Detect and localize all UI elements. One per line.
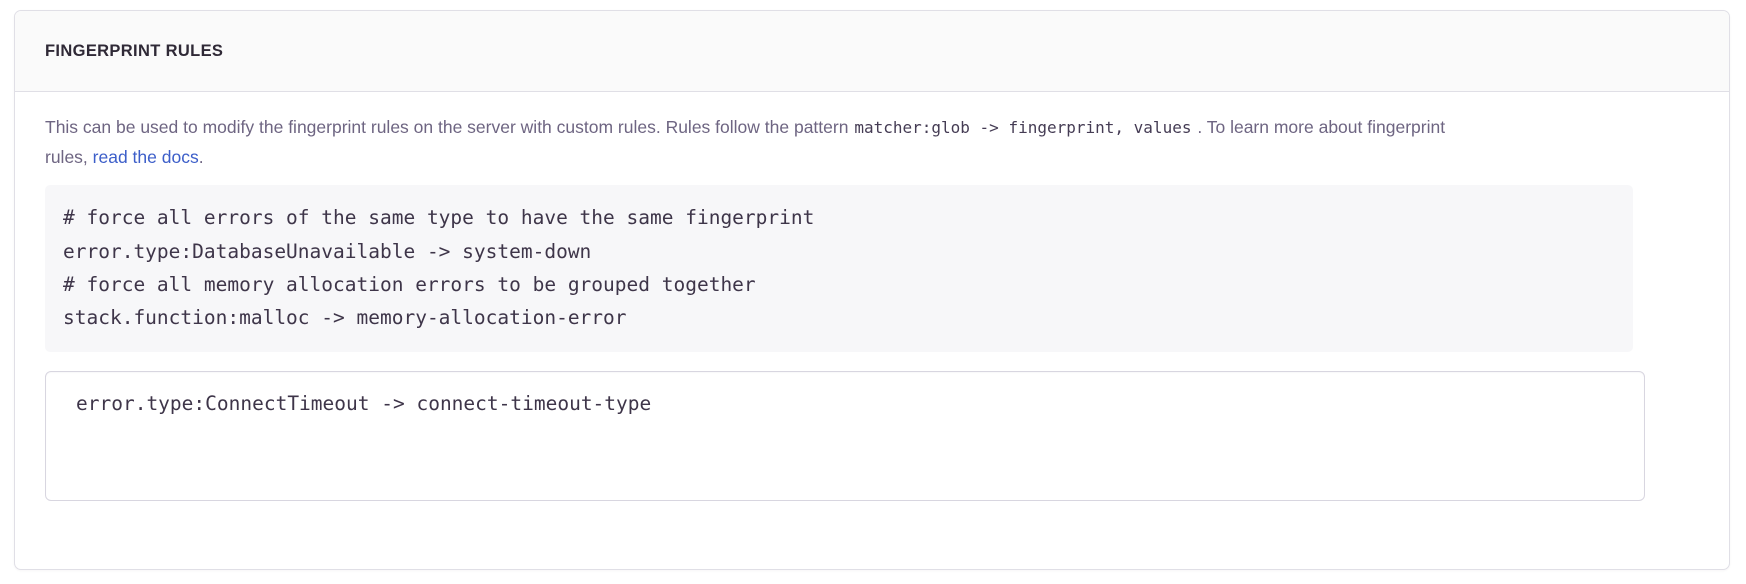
panel-header: FINGERPRINT RULES <box>15 11 1729 92</box>
description-text-part1: This can be used to modify the fingerpri… <box>45 117 854 137</box>
fingerprint-rules-input[interactable] <box>45 370 1645 501</box>
description-text-part3: . <box>198 147 204 168</box>
code-example-block: # force all errors of the same type to h… <box>45 185 1633 352</box>
description-text-part2: . To learn more about fingerprint rules, <box>45 117 1446 168</box>
read-the-docs-link[interactable]: read the docs <box>92 147 199 168</box>
page-title: FINGERPRINT RULES <box>45 41 224 60</box>
panel-description: This can be used to modify the fingerpri… <box>45 112 1465 172</box>
pattern-code-snippet: matcher:glob -> fingerprint, values <box>854 118 1192 137</box>
panel-body: This can be used to modify the fingerpri… <box>15 92 1729 527</box>
fingerprint-rules-panel: FINGERPRINT RULES This can be used to mo… <box>14 10 1730 570</box>
